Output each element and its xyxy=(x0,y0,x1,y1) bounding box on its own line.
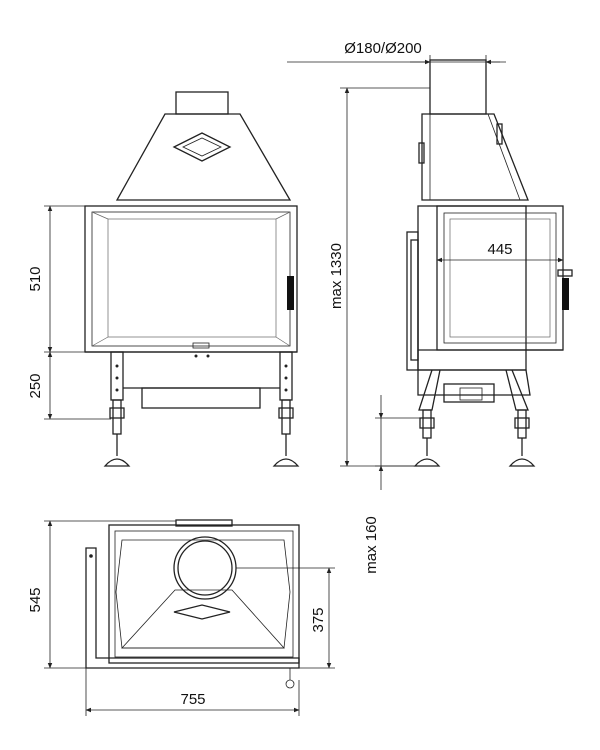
dim-width: 755 xyxy=(180,691,205,708)
front-flue-collar xyxy=(175,91,229,115)
side-door-handle xyxy=(562,278,569,310)
front-firebox-frame xyxy=(84,205,298,353)
dim-depth: 545 xyxy=(27,587,44,612)
dim-flue-diameter: Ø180/Ø200 xyxy=(344,40,422,57)
top-flue-inner xyxy=(177,540,233,596)
dim-flue-offset: 375 xyxy=(310,607,327,632)
side-door-glass xyxy=(443,212,557,344)
top-hood-outline xyxy=(115,539,291,649)
side-door-frame xyxy=(436,205,564,351)
side-leg-left xyxy=(413,409,441,467)
side-view: Ø180/Ø200 max 1330 445 max 160 xyxy=(287,40,573,574)
front-door-glass xyxy=(91,211,291,347)
front-door-handle xyxy=(287,276,294,310)
front-hood xyxy=(115,113,292,201)
front-leg-right xyxy=(272,351,300,467)
side-body xyxy=(417,205,527,371)
dim-leg-adjust: max 160 xyxy=(363,516,380,574)
side-hood xyxy=(421,113,529,201)
hood-diamond-vent xyxy=(172,132,232,162)
dim-leg-height: 250 xyxy=(27,373,44,398)
dim-door-width: 445 xyxy=(487,241,512,258)
side-flue-collar xyxy=(429,59,487,115)
front-leg-left xyxy=(103,351,131,467)
front-view: 510 250 xyxy=(27,91,300,467)
top-outer-body xyxy=(108,524,300,664)
top-diamond-vent xyxy=(173,604,231,620)
dim-total-height: max 1330 xyxy=(328,243,345,309)
side-leg-right xyxy=(508,409,536,467)
dim-door-height: 510 xyxy=(27,266,44,291)
top-view: 545 375 755 xyxy=(27,519,335,716)
